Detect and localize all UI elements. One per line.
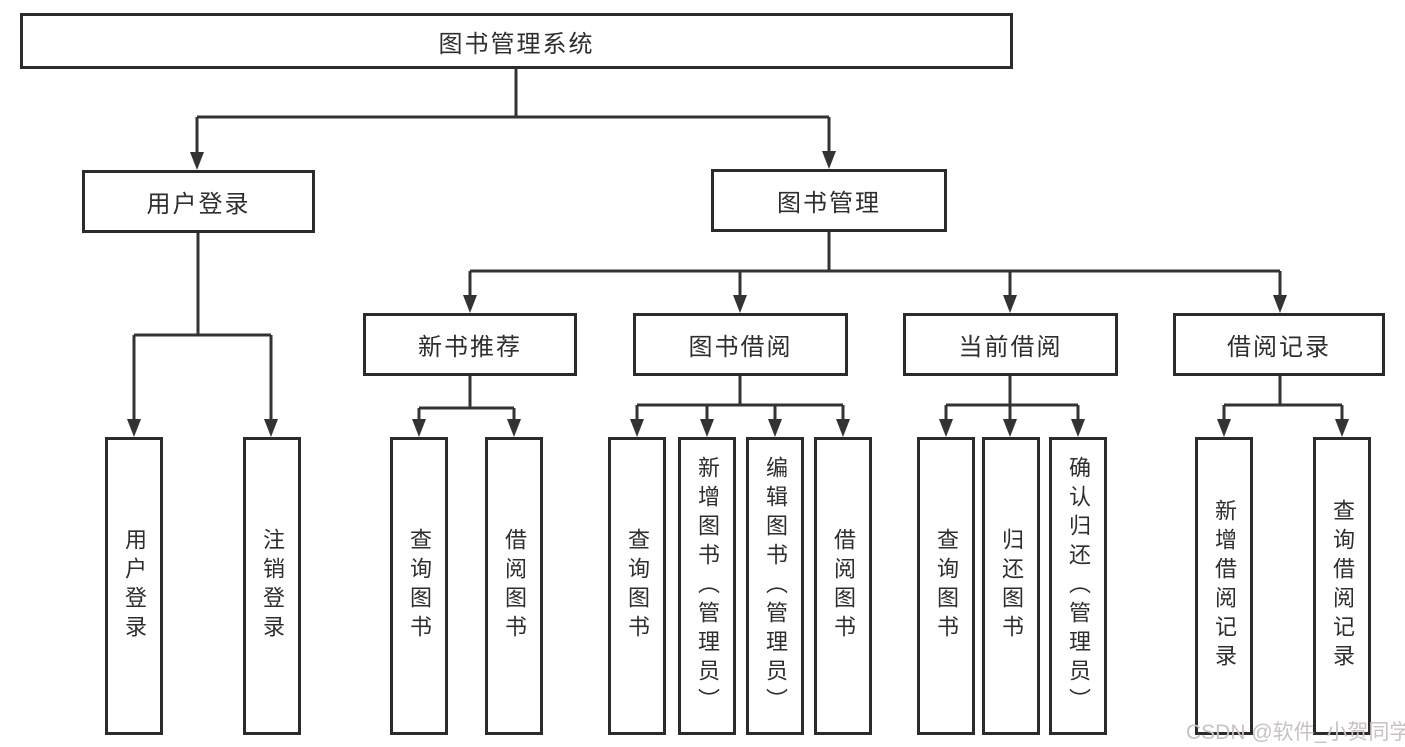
node-user-login: 用户登录 xyxy=(82,170,315,233)
arrowheads-newbooks-to-leaves xyxy=(412,419,521,437)
connector-borrow-to-leaves xyxy=(635,376,845,420)
node-new-book-recommend: 新书推荐 xyxy=(363,313,577,376)
csdn-watermark: CSDN @软件_小贺同学 xyxy=(1186,721,1405,744)
connector-newbooks-to-leaves xyxy=(417,376,516,420)
leaf-query-books-recommend: 查询图书 xyxy=(390,437,448,735)
leaf-confirm-return-admin: 确认归还（管理员） xyxy=(1049,437,1107,735)
node-book-borrow: 图书借阅 xyxy=(633,313,848,376)
leaf-borrow-books-recommend: 借阅图书 xyxy=(485,437,543,735)
connector-login-to-leaves xyxy=(132,233,273,420)
leaf-borrow-books: 借阅图书 xyxy=(814,437,872,735)
node-book-management: 图书管理 xyxy=(711,169,947,232)
node-current-borrow: 当前借阅 xyxy=(903,313,1118,376)
leaf-add-books-admin: 新增图书（管理员） xyxy=(678,437,736,735)
arrowheads-current-to-leaves xyxy=(939,419,1085,437)
leaf-query-borrow-record: 查询借阅记录 xyxy=(1313,437,1371,735)
node-borrow-records: 借阅记录 xyxy=(1173,313,1385,376)
arrowheads-root-to-level2 xyxy=(190,151,836,170)
leaf-user-login: 用户登录 xyxy=(105,437,163,735)
connector-records-to-leaves xyxy=(1222,376,1344,420)
arrowheads-login-to-leaves xyxy=(127,419,278,437)
node-root-system: 图书管理系统 xyxy=(20,13,1013,69)
leaf-add-borrow-record: 新增借阅记录 xyxy=(1195,437,1253,735)
leaf-edit-books-admin: 编辑图书（管理员） xyxy=(746,437,804,735)
connector-current-to-leaves xyxy=(944,376,1080,420)
leaf-return-books: 归还图书 xyxy=(982,437,1040,735)
leaf-query-books-borrow: 查询图书 xyxy=(608,437,666,735)
connector-root-to-level2 xyxy=(195,69,831,153)
leaf-logout: 注销登录 xyxy=(243,437,301,735)
connector-bookmgmt-to-level3 xyxy=(468,232,1282,296)
leaf-query-books-current: 查询图书 xyxy=(917,437,975,735)
arrowheads-bookmgmt-to-level3 xyxy=(463,295,1287,313)
arrowheads-borrow-to-leaves xyxy=(630,419,850,437)
arrowheads-records-to-leaves xyxy=(1217,419,1349,437)
